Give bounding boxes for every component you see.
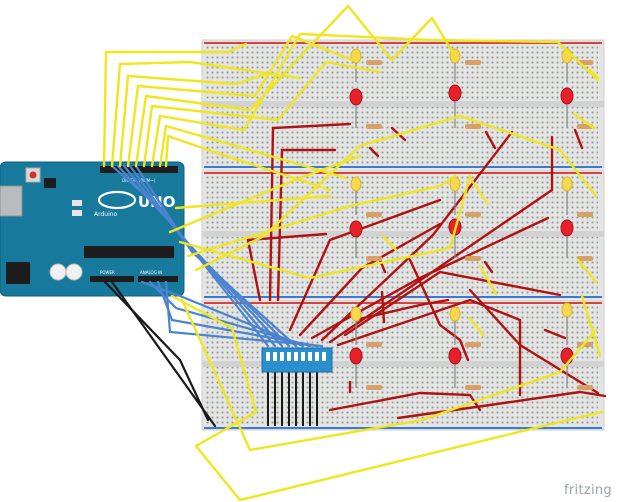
yellow-wire — [164, 134, 332, 192]
red-wire — [336, 298, 522, 397]
fritzing-brand-label: fritzing — [564, 483, 612, 498]
analog-header — [138, 276, 178, 282]
yellow-led — [350, 176, 362, 192]
red-led — [349, 347, 363, 365]
black-wires — [103, 280, 217, 428]
red-wire — [380, 290, 386, 324]
red-wire — [573, 128, 584, 150]
dip-switch-leads — [267, 372, 318, 426]
microcontroller-chip — [84, 246, 174, 258]
yellow-wires — [102, 4, 604, 502]
yellow-wire — [142, 60, 382, 168]
resistor — [577, 212, 593, 217]
led-module-1 — [349, 48, 382, 129]
resistor — [577, 385, 593, 390]
red-wire — [268, 122, 352, 302]
red-wire — [483, 260, 494, 274]
resistor — [366, 342, 382, 347]
red-wire — [320, 130, 514, 342]
red-wire — [276, 148, 337, 302]
blue-wire — [156, 280, 319, 348]
resistor — [465, 256, 481, 261]
dip-switch — [261, 347, 333, 373]
led-module-6 — [560, 176, 593, 261]
resistor — [465, 60, 481, 65]
led-module-8 — [448, 306, 481, 390]
blue-wire — [148, 280, 312, 348]
yellow-wire — [468, 316, 486, 338]
yellow-wire — [180, 298, 598, 452]
icsp-header — [44, 178, 56, 188]
red-led — [349, 88, 363, 106]
digital-header-label: DIGITAL (PWM~) — [122, 178, 156, 183]
red-led — [349, 220, 363, 238]
yellow-wire — [381, 234, 398, 252]
yellow-led — [449, 306, 461, 322]
red-led — [560, 219, 574, 237]
resistor — [577, 256, 593, 261]
analog-header-label: ANALOG IN — [140, 270, 162, 275]
red-wire — [484, 130, 497, 150]
red-wire — [246, 232, 328, 302]
resistor — [366, 212, 382, 217]
yellow-wire — [134, 4, 457, 168]
led-module-4 — [349, 176, 382, 261]
arduino-logo-icon — [97, 190, 137, 210]
blue-wire — [134, 164, 298, 348]
resistor — [465, 212, 481, 217]
yellow-wire — [118, 72, 268, 168]
red-wire — [468, 288, 600, 395]
yellow-wire — [110, 60, 302, 168]
power-header-label: POWER — [100, 270, 115, 275]
resistor — [366, 60, 382, 65]
board-maker-label: Arduino — [94, 211, 118, 218]
red-led — [448, 84, 462, 102]
resistor — [465, 342, 481, 347]
usb-port — [0, 185, 23, 217]
capacitor — [49, 263, 67, 281]
red-led — [560, 87, 574, 105]
arduino-uno-board: UNO Arduino DIGITAL (PWM~) POWER ANALOG … — [0, 161, 185, 297]
black-wire — [103, 280, 210, 422]
yellow-wire — [576, 258, 598, 284]
yellow-wire — [588, 68, 600, 80]
resistor — [366, 124, 382, 129]
capacitor — [65, 263, 83, 281]
red-wire — [408, 258, 470, 362]
blue-wires — [110, 164, 324, 348]
led-module-7 — [349, 306, 382, 390]
yellow-wire — [580, 294, 602, 358]
resistor — [465, 385, 481, 390]
yellow-wire — [102, 42, 248, 168]
red-wire — [310, 216, 550, 340]
resistor — [366, 256, 382, 261]
red-wire — [543, 328, 567, 340]
resistor — [465, 124, 481, 129]
blue-wire — [164, 280, 324, 348]
yellow-led — [561, 302, 573, 318]
yellow-wire — [194, 114, 598, 272]
power-header — [90, 276, 134, 282]
resistor — [366, 385, 382, 390]
red-led — [560, 347, 574, 365]
red-wire — [353, 298, 450, 322]
red-wire — [328, 135, 554, 344]
power-jack — [6, 262, 30, 284]
red-led — [448, 347, 462, 365]
red-wire — [368, 146, 380, 158]
yellow-wire — [478, 264, 498, 296]
yellow-led — [561, 176, 573, 192]
yellow-wire — [170, 294, 604, 502]
red-wire — [288, 198, 442, 332]
breadboard-top — [201, 39, 605, 169]
yellow-wire — [468, 176, 490, 206]
yellow-wire — [150, 32, 600, 168]
yellow-wire — [158, 124, 348, 180]
yellow-led — [350, 306, 362, 322]
yellow-wire — [572, 112, 596, 130]
yellow-wire — [178, 174, 472, 280]
